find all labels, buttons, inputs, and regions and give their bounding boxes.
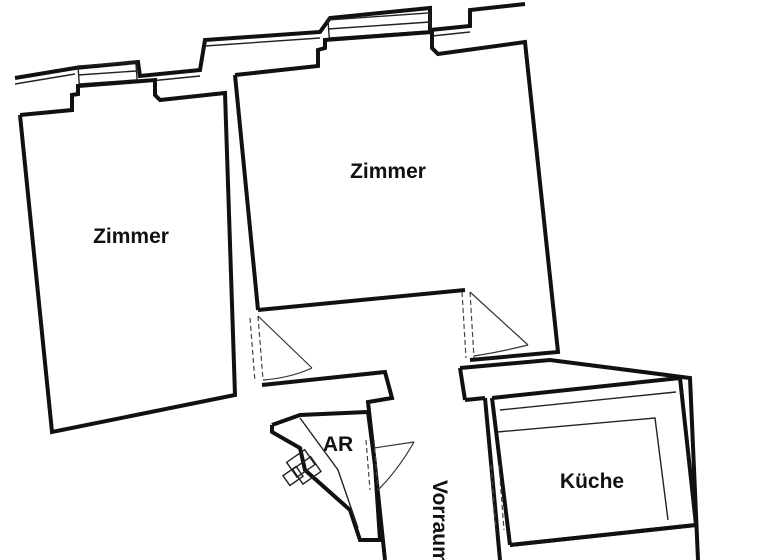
label-zimmer-middle: Zimmer [350,160,426,183]
door-ar [365,439,415,491]
label-ar: AR [323,433,353,456]
door-left-room [249,315,313,383]
room-ar [270,409,383,542]
boiler-icon [282,448,322,487]
label-kueche: Küche [560,470,624,493]
room-kueche [490,375,699,547]
corridor-walls [261,357,700,560]
label-zimmer-left: Zimmer [93,225,169,248]
label-vorraum: Vorraum [428,480,451,560]
room-zimmer-left [18,77,238,435]
door-kueche [490,464,505,531]
door-middle-room [461,291,529,359]
room-zimmer-middle [233,29,561,362]
